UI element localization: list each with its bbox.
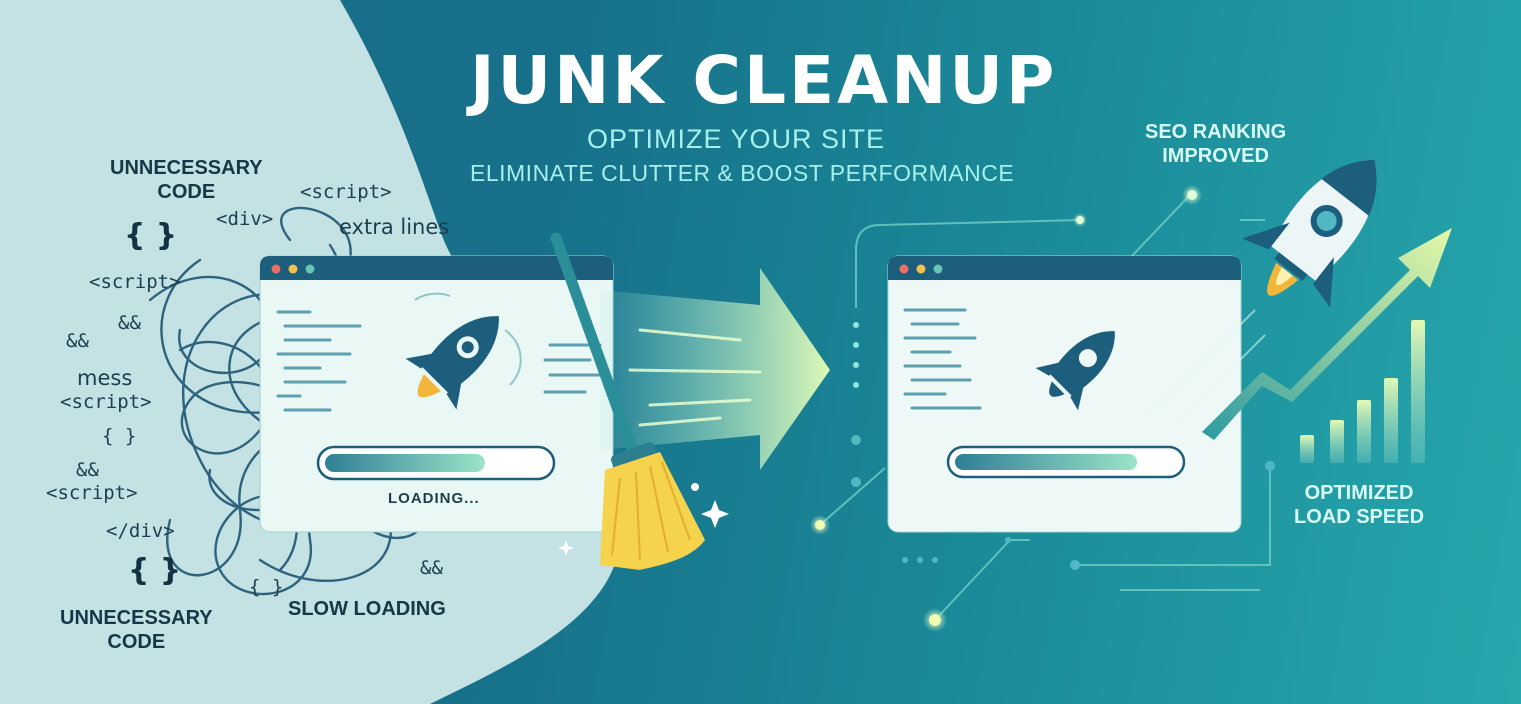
- code-fragment-script: <script>: [46, 482, 138, 504]
- rocket-before-icon: [405, 316, 499, 410]
- slow-loading-label: SLOW LOADING: [288, 598, 446, 620]
- bar-chart-icon: [1300, 320, 1425, 463]
- code-fragment-script: <script>: [300, 181, 392, 203]
- page-title: JUNK CLEANUP: [470, 42, 1058, 119]
- unnecessary-code-label-bottom: UNNECESSARY CODE: [60, 607, 213, 653]
- seo-ranking-label: SEO RANKING IMPROVED: [1145, 121, 1287, 167]
- growth-arrow-icon: [1202, 228, 1452, 440]
- code-fragment-amp: &&: [76, 459, 99, 481]
- code-fragment-amp: &&: [66, 330, 89, 352]
- page-subtitle: OPTIMIZE YOUR SITE: [587, 124, 886, 154]
- after-browser-window: [887, 255, 1242, 533]
- page-tagline: ELIMINATE CLUTTER & BOOST PERFORMANCE: [470, 160, 1015, 186]
- code-fragment-amp: &&: [118, 312, 141, 334]
- code-fragment-brace: { }: [128, 553, 182, 588]
- rocket-after-icon: [1035, 331, 1115, 411]
- code-fragment-script: <script>: [60, 391, 152, 413]
- broom-icon: [550, 232, 729, 570]
- rocket-trail: [1149, 309, 1266, 426]
- code-fragment-brace: { }: [102, 425, 137, 447]
- code-fragment-script: <script>: [89, 271, 181, 293]
- circuit-dots: [810, 185, 1275, 632]
- loading-text: LOADING...: [388, 490, 480, 507]
- before-browser-window: [259, 255, 614, 533]
- unnecessary-code-label-top: UNNECESSARY CODE: [110, 157, 263, 203]
- code-fragment-brace: { }: [249, 576, 284, 598]
- code-fragment-div: <div>: [216, 208, 274, 230]
- rocket-big-icon: [1241, 159, 1377, 308]
- code-fragment-extra-lines: extra lines: [339, 215, 450, 239]
- optimized-load-speed-label: OPTIMIZED LOAD SPEED: [1294, 482, 1425, 528]
- code-fragment-div-close: </div>: [106, 520, 175, 542]
- code-fragment-mess: mess: [77, 366, 133, 390]
- code-fragment-amp: &&: [420, 557, 443, 579]
- clean-motion-arrow-icon: [600, 268, 830, 470]
- code-fragment-brace: { }: [124, 218, 178, 253]
